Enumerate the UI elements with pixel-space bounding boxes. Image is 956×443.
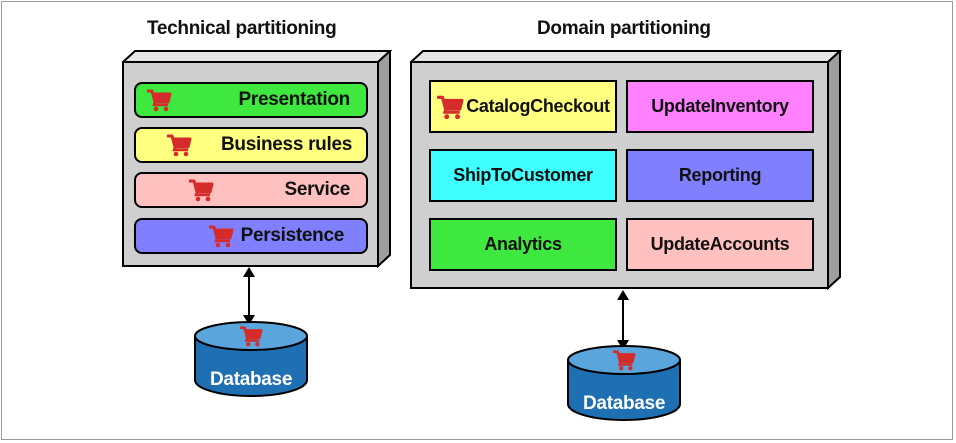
cell-ship-to-customer: ShipToCustomer (429, 149, 617, 202)
shopping-cart-icon (208, 224, 234, 248)
technical-partitioning-title: Technical partitioning (147, 18, 337, 39)
cell-update-inventory: UpdateInventory (626, 80, 814, 133)
database-icon (194, 321, 308, 397)
domain-partitioning-title: Domain partitioning (537, 18, 711, 39)
cell-label: UpdateInventory (651, 96, 789, 116)
layer-label: Business rules (221, 134, 352, 155)
cell-update-accounts: UpdateAccounts (626, 218, 814, 271)
cell-analytics: Analytics (429, 218, 617, 271)
layer-label: Presentation (238, 89, 351, 110)
cell-label: Reporting (678, 165, 762, 185)
technical-db-arrow (243, 267, 255, 325)
cell-label: UpdateAccounts (650, 234, 790, 254)
database-icon (567, 345, 681, 421)
domain-db-arrow (617, 290, 629, 350)
cell-label: CatalogCheckout (466, 96, 610, 116)
database-label: Database (210, 369, 293, 390)
layer-label: Service (284, 179, 350, 200)
shopping-cart-icon (188, 178, 214, 202)
layer-label: Persistence (240, 225, 345, 246)
cell-reporting: Reporting (626, 149, 814, 202)
layer-persistence: Persistence (134, 218, 368, 254)
shopping-cart-icon (436, 94, 464, 120)
shopping-cart-icon (166, 133, 192, 157)
cell-catalog-checkout: CatalogCheckout (429, 80, 617, 133)
cell-label: Analytics (484, 234, 562, 254)
layer-business-rules: Business rules (134, 127, 368, 163)
layer-presentation: Presentation (134, 82, 368, 118)
shopping-cart-icon (146, 88, 172, 112)
cell-label: ShipToCustomer (453, 165, 593, 185)
database-label: Database (583, 393, 666, 414)
layer-service: Service (134, 172, 368, 208)
